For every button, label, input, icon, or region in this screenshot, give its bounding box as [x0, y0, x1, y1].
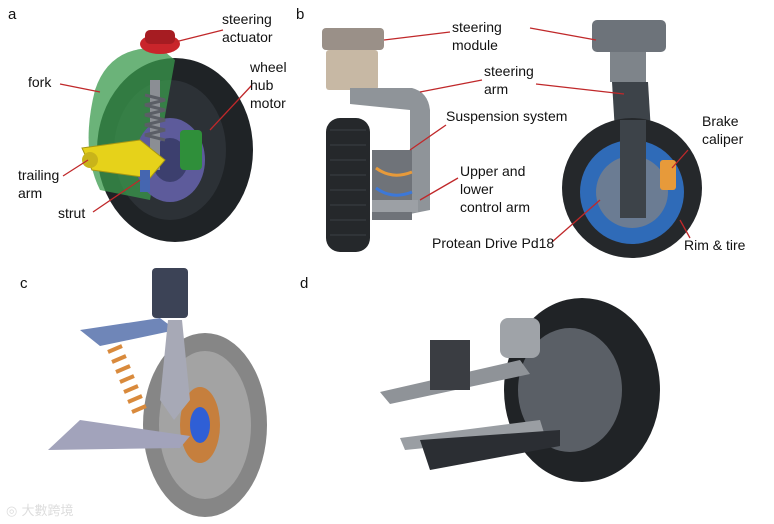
- watermark: ◎ 大數跨境: [6, 500, 74, 519]
- watermark-logo-icon: ◎: [6, 504, 18, 519]
- panel-letter-a: a: [8, 6, 17, 23]
- panel-d-illustration: [380, 298, 660, 482]
- panel-c-steering-actuator: [152, 268, 188, 318]
- panel-letter-b: b: [296, 6, 305, 23]
- label-protean-drive: Protean Drive Pd18: [432, 235, 555, 251]
- panel-a-strut: [144, 80, 166, 170]
- panel-c-spring: [107, 344, 147, 414]
- label-upper-lower-control-arm: Upper and lower control arm: [460, 163, 531, 215]
- panel-letter-d: d: [300, 275, 309, 292]
- label-steering-module: steering module: [452, 19, 502, 53]
- panel-d-steering-motor: [500, 318, 540, 358]
- label-steering-actuator: steering actuator: [222, 11, 273, 45]
- label-steering-arm: steering arm: [484, 63, 534, 97]
- panel-d-leaf-spring: [420, 430, 560, 470]
- panel-b-steering-module-illustration: [322, 28, 430, 252]
- watermark-text: 大數跨境: [21, 504, 74, 519]
- label-suspension-system: Suspension system: [446, 108, 568, 124]
- label-wheel-hub-motor: wheel hub motor: [250, 59, 287, 111]
- panel-letter-c: c: [20, 275, 28, 292]
- panel-c-knuckle: [160, 320, 190, 420]
- panel-b-brake-caliper: [660, 160, 676, 190]
- label-brake-caliper: Brake caliper: [702, 113, 744, 147]
- panel-c-lower-arm: [48, 420, 190, 450]
- panel-b-wheel-assembly-illustration: [562, 20, 702, 258]
- panel-a-illustration: [81, 30, 253, 242]
- label-rim-tire: Rim & tire: [684, 237, 746, 253]
- panel-c-illustration: [48, 268, 267, 517]
- label-trailing-arm: trailing arm: [18, 167, 60, 201]
- panel-c-upper-arm: [80, 318, 176, 346]
- label-fork: fork: [28, 74, 52, 90]
- panel-b-tire-side: [326, 118, 370, 252]
- label-strut: strut: [58, 205, 86, 221]
